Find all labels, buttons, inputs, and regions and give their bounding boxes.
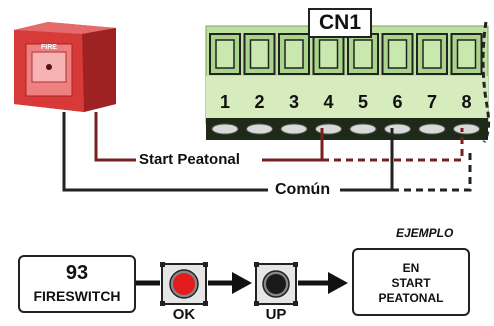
terminal-slot-inner [318,39,339,69]
fireswitch-step-box: 93 FIRESWITCH [18,255,136,313]
fire-label: FIRE [41,44,57,51]
terminal-screw [211,123,239,135]
terminal-number: 1 [220,92,230,112]
terminal-slot-inner [456,39,477,69]
terminal-screw [246,123,273,135]
terminal-slot-inner [249,39,270,69]
terminal-screw [280,123,308,135]
terminal-number: 8 [461,92,471,112]
step-name: FIRESWITCH [33,288,121,304]
result-line3: PEATONAL [378,291,444,305]
terminal-screw [384,123,411,135]
terminal-screw [418,123,446,135]
ok-label: OK [172,306,196,323]
terminal-screw [315,123,342,135]
terminal-slot-inner [387,39,408,69]
terminal-number: 7 [427,92,437,112]
result-line2: START [391,276,431,290]
up-label: UP [265,306,287,323]
terminal-slot-inner [353,39,373,69]
terminal-number: 4 [323,92,333,112]
terminal-block: 1 2 3 4 5 6 7 8 [205,21,491,143]
terminal-slot-inner [215,39,235,69]
wires [62,112,472,192]
step-code: 93 [65,262,89,284]
ok-button-icon [160,262,208,306]
fire-alarm-call-point-icon: FIRE [14,22,116,112]
result-line1: EN [402,261,420,275]
example-flow [136,262,348,306]
terminal-number: 6 [392,92,402,112]
connector-name: CN1 [308,8,372,38]
start-peatonal-label: Start Peatonal [136,151,243,169]
result-box: EN START PEATONAL [352,248,470,316]
comun-label: Común [272,181,334,199]
terminal-number: 3 [289,92,299,112]
terminal-number: 5 [358,92,368,112]
terminal-slot-inner [422,39,442,69]
terminal-slot-inner [284,39,304,69]
terminal-screw [453,123,480,135]
example-tag: EJEMPLO [396,226,454,240]
terminal-number: 2 [254,92,264,112]
terminal-screw [349,123,377,135]
up-button-icon [254,262,298,306]
